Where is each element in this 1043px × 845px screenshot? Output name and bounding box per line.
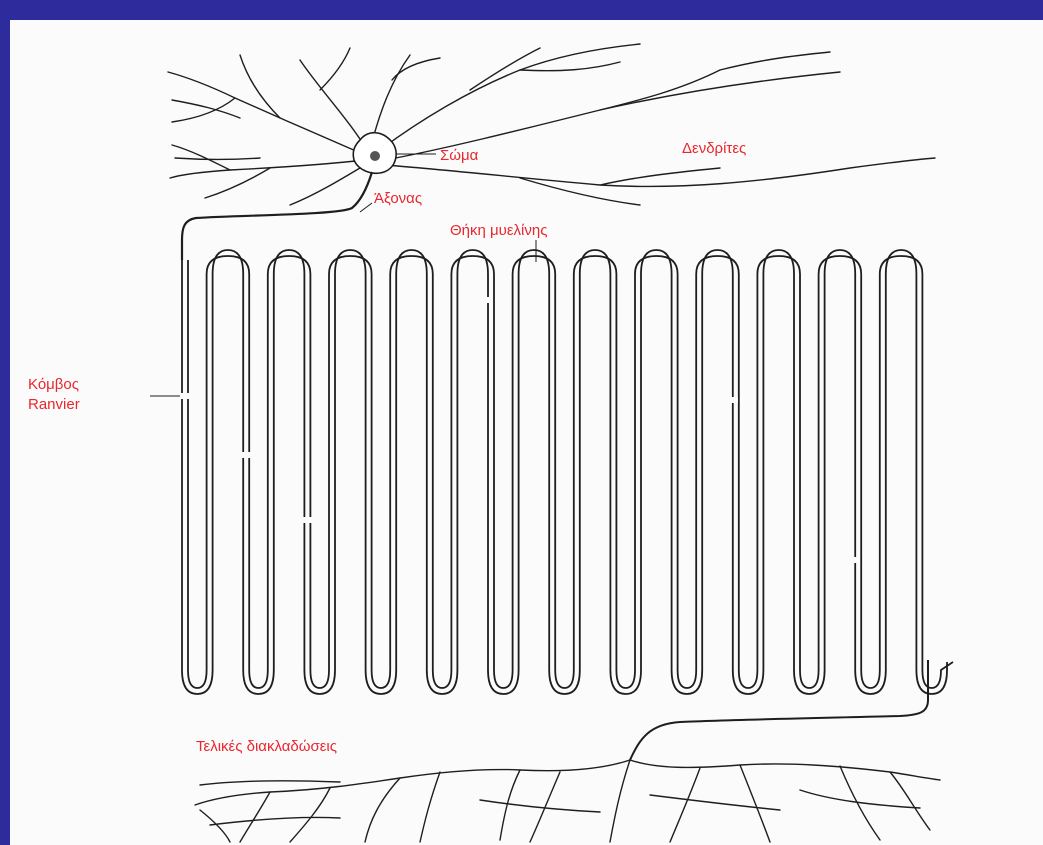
label-soma: Σώμα — [440, 147, 479, 164]
label-terminal-branches: Τελικές διακλαδώσεις — [196, 738, 337, 755]
node-of-ranvier — [180, 393, 190, 399]
axon-leader — [360, 203, 372, 212]
leader-lines — [150, 154, 536, 396]
myelinated-axon — [180, 250, 953, 694]
myelin-inner-wall — [188, 256, 953, 688]
label-myelin-sheath: Θήκη μυελίνης — [450, 222, 547, 239]
label-dendrites: Δενδρίτες — [682, 140, 746, 157]
label-node-line1: Κόμβος — [28, 376, 79, 393]
node-of-ranvier — [482, 297, 492, 303]
axon-to-terminals — [630, 660, 928, 760]
node-of-ranvier — [241, 452, 251, 458]
dendrites — [168, 44, 935, 205]
node-of-ranvier — [302, 517, 312, 523]
label-axon: Άξονας — [374, 190, 422, 207]
axon — [182, 172, 372, 260]
myelin-outer-wall — [182, 250, 947, 694]
terminal-branches — [195, 760, 940, 842]
node-of-ranvier — [728, 397, 738, 403]
label-node-line2: Ranvier — [28, 396, 80, 413]
node-of-ranvier — [850, 557, 860, 563]
node-of-ranvier — [924, 627, 934, 633]
